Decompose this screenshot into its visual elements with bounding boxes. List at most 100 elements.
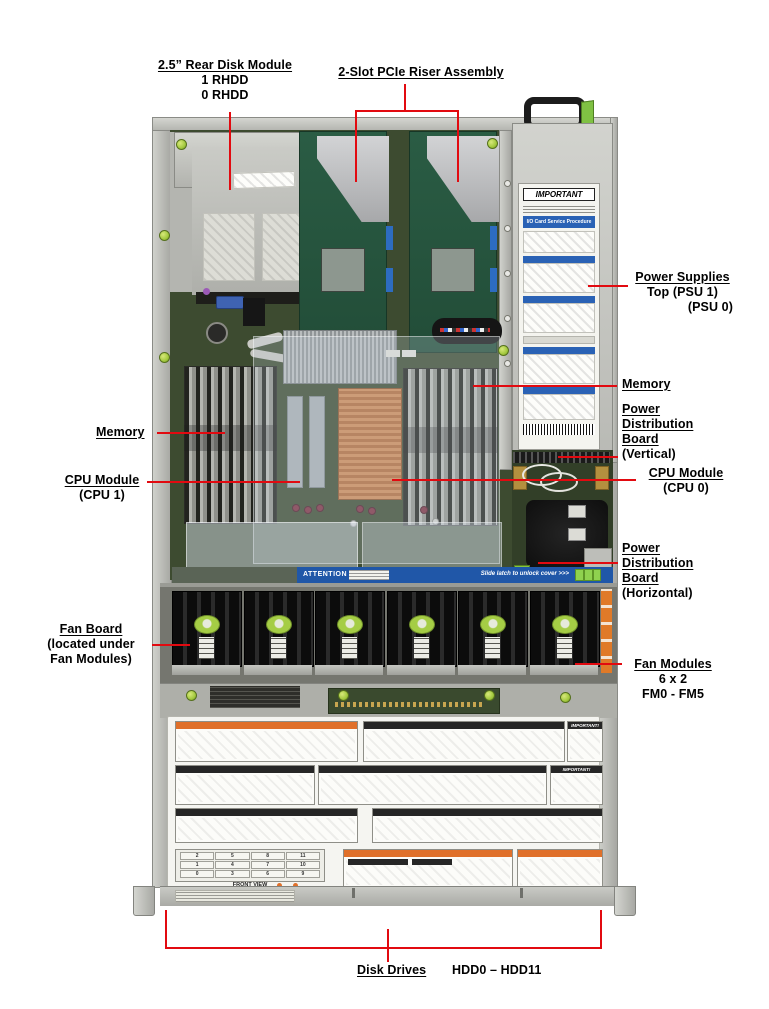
box-art (321, 775, 544, 802)
dimm-left-label-band (184, 425, 277, 451)
fan-base (458, 665, 526, 675)
fan-modules-title: Fan Modules (634, 657, 712, 671)
rear-disk-line1: 1 RHDD (201, 73, 249, 87)
fan-base (315, 665, 383, 675)
box-art (366, 731, 562, 759)
ribbon-wires (440, 328, 490, 332)
capacitor (316, 504, 324, 512)
box-header (319, 766, 546, 773)
box-header (344, 850, 512, 857)
instruction-box-disk-backplane-removal (318, 765, 547, 805)
callout-line-riser-stem (404, 84, 406, 112)
instruction-box-left-led-removal (175, 808, 358, 843)
fan-base (172, 665, 240, 675)
front-view-label: FRONT VIEW (232, 882, 268, 888)
psu-step2-art (523, 303, 595, 333)
mobo-connector-2 (402, 350, 416, 357)
box-header (364, 722, 564, 729)
dimm-bank-right (403, 368, 498, 526)
fan-green-sticker (266, 615, 292, 634)
drive-map-grid: 2 5 8 11 1 4 7 10 0 3 6 9 (180, 852, 320, 878)
capacitor (304, 506, 312, 514)
fan-base (244, 665, 312, 675)
pdb-v-word4: (Vertical) (622, 447, 676, 461)
fan-module-fm4 (458, 591, 528, 675)
instruction-box-fan-module-removal (175, 721, 358, 762)
fan-module-fm0 (172, 591, 242, 675)
riser-tab-2b (490, 268, 497, 292)
callout-line-riser-drop-left (355, 110, 357, 182)
fan-modules-line1: 6 x 2 (658, 672, 688, 686)
box-art (178, 818, 355, 840)
drive-map-cell: 9 (285, 870, 320, 878)
finned-heatsink (283, 330, 397, 384)
box-art (570, 731, 600, 759)
drive-map-cell: 7 (250, 861, 285, 869)
fan-green-sticker (409, 615, 435, 634)
psu-step3-art (523, 354, 595, 384)
fan-module-fm3 (387, 591, 457, 675)
callout-line-fan-modules (575, 663, 622, 665)
attention-strip: ATTENTION Slide latch to unlock cover >>… (297, 567, 613, 583)
cpu1-title: CPU Module (64, 473, 140, 487)
orange-dot (293, 883, 298, 888)
fan-label (485, 637, 500, 659)
psu-procedure-bar: I/O Card Service Procedure (523, 216, 595, 228)
callout-line-power-supplies (588, 285, 628, 287)
dimm-bank-left (184, 366, 277, 524)
callout-disk-drives-range: HDD0 – HDD11 (452, 963, 542, 977)
fan-board-line1: (located under (47, 637, 135, 651)
cpu1-line1: (CPU 1) (79, 488, 125, 502)
box-header (176, 809, 357, 816)
fan-board-title: Fan Board (59, 622, 123, 636)
fan-label (342, 637, 357, 659)
capacitor (368, 507, 376, 515)
pdb-gold-pad-right (595, 466, 609, 490)
important-box-2: IMPORTANT! (550, 765, 603, 805)
hdd-status-subbar (348, 859, 408, 865)
front-edge-notch (520, 888, 523, 898)
vga-connector (216, 296, 244, 309)
capacitor (292, 504, 300, 512)
use-correct-hdd-subbar (412, 859, 452, 865)
attention-white-box (349, 570, 389, 580)
callout-pcie-riser: 2-Slot PCIe Riser Assembly (330, 65, 512, 80)
fan-green-sticker (194, 615, 220, 634)
pcie-riser-title: 2-Slot PCIe Riser Assembly (338, 65, 504, 79)
rear-disk-line2: 0 RHDD (201, 88, 249, 102)
callout-cpu1: CPU Module (CPU 1) (56, 473, 148, 503)
green-thumbscrew (487, 138, 498, 149)
callout-memory-right: Memory (622, 377, 671, 392)
divider-screw (504, 180, 511, 187)
cable-connector-1 (568, 505, 586, 518)
capacitor-silver (432, 518, 439, 525)
fan-base (387, 665, 455, 675)
pdb-h-word4: (Horizontal) (622, 586, 693, 600)
riser-chip-2 (431, 248, 475, 292)
duct-lower-left (186, 522, 358, 574)
fan-module-fm1 (244, 591, 314, 675)
callout-line-cpu1 (147, 481, 300, 483)
capacitor (420, 506, 428, 514)
purple-capacitor (203, 288, 210, 295)
instruction-box-hdd-filler-removal (517, 849, 603, 888)
callout-fan-board: Fan Board (located under Fan Modules) (32, 622, 150, 667)
box-header: IMPORTANT! (551, 766, 602, 773)
green-latch (575, 569, 601, 581)
vrm-plate-2 (309, 396, 325, 488)
psu-step3-bar (523, 347, 595, 354)
drive-map-cell: 4 (215, 861, 250, 869)
drive-map-cell: 8 (250, 852, 285, 860)
fan-modules-line2: FM0 - FM5 (641, 687, 704, 701)
bulkhead-strip (172, 567, 298, 583)
divider-screw (504, 315, 511, 322)
pdb-h-word2: Distribution (622, 556, 694, 570)
pdb-v-word3: Board (622, 432, 659, 446)
callout-line-disks-h (165, 947, 602, 949)
box-art (375, 818, 600, 840)
green-thumbscrew (560, 692, 571, 703)
callout-line-rear-disk (229, 112, 231, 190)
divider-screw (504, 225, 511, 232)
slide-latch-text: Slide latch to unlock cover >>> (480, 571, 569, 577)
fan-label (199, 637, 214, 659)
